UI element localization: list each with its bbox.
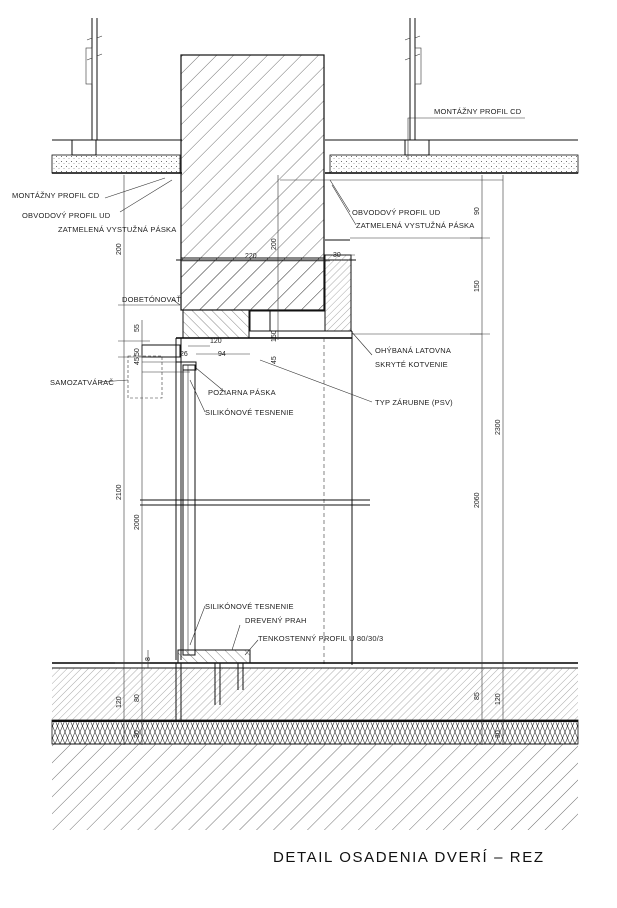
dim-200-left: 200 <box>116 243 123 255</box>
dim-45-small: 45 <box>271 356 278 364</box>
dimension-lines-top <box>181 175 355 355</box>
label-zatmelena-right: ZATMELENÁ VYSTUŽNÁ PÁSKA <box>356 221 474 230</box>
label-obvodovy-ud-right: OBVODOVÝ PROFIL UD <box>352 208 441 217</box>
label-tenkostenny-profil: TENKOSTENNÝ PROFIL U 80/30/3 <box>258 634 383 643</box>
dim-8: 8 <box>145 657 152 661</box>
dim-55: 55 <box>134 324 141 332</box>
dim-150: 150 <box>474 280 481 292</box>
label-samozatvarac: SAMOZATVÁRAČ <box>50 378 114 387</box>
dim-2060: 2060 <box>474 492 481 508</box>
dimension-lines-right <box>280 175 510 745</box>
dim-85: 85 <box>474 692 481 700</box>
floor-structure <box>51 662 579 830</box>
label-ohybana-latka: OHÝBANÁ LATOVNA <box>375 346 451 355</box>
door-head-detail <box>141 344 197 373</box>
label-skryte-kotvenie: SKRYTÉ KOTVENIE <box>375 360 448 369</box>
dim-94: 94 <box>218 351 226 358</box>
dimension-lines-left <box>115 175 180 745</box>
steel-frame-head <box>249 239 352 332</box>
dim-80: 80 <box>134 694 141 702</box>
label-montazny-cd-left: MONTÁŽNY PROFIL CD <box>12 191 100 200</box>
door-closer <box>127 355 163 399</box>
dim-120-left: 120 <box>116 696 123 708</box>
drawing-title: DETAIL OSADENIA DVERÍ – REZ <box>273 849 545 866</box>
door-leaf <box>140 364 370 656</box>
dim-150-small: 150 <box>271 330 278 342</box>
dim-30-top: 30 <box>333 252 341 259</box>
label-silikonove-tesnenie-top: SILIKÓNOVÉ TESNENIE <box>205 408 294 417</box>
ceiling-hanger-right <box>404 18 422 140</box>
label-montazny-cd-right: MONTÁŽNY PROFIL CD <box>434 107 522 116</box>
label-dobetonovat: DOBETÓNOVAŤ <box>122 295 181 304</box>
label-dreveny-prah: DREVENÝ PRAH <box>245 616 307 625</box>
dim-30-left: 30 <box>134 730 141 738</box>
dim-50: 50 <box>134 348 141 356</box>
dim-90: 90 <box>474 207 481 215</box>
label-obvodovy-ud-left: OBVODOVÝ PROFIL UD <box>22 211 111 220</box>
door-frame <box>175 331 353 665</box>
dim-2000: 2000 <box>134 514 141 530</box>
label-typ-zarubne: TYP ZÁRUBNE (PSV) <box>375 398 453 407</box>
dim-45-left: 45 <box>134 357 141 365</box>
label-poziarna-paska: POŽIARNA PÁSKA <box>208 388 276 397</box>
label-zatmelena-left: ZATMELENÁ VYSTUŽNÁ PÁSKA <box>58 225 176 234</box>
dim-220: 220 <box>245 253 257 260</box>
wooden-threshold <box>175 649 251 720</box>
dim-200-top: 200 <box>271 238 278 250</box>
dim-120-right: 120 <box>495 693 502 705</box>
dim-26: 26 <box>180 351 188 358</box>
suspended-ceiling-left <box>51 139 182 174</box>
label-silikonove-tesnenie-bottom: SILIKÓNOVÉ TESNENIE <box>205 602 294 611</box>
dim-120-center: 120 <box>210 338 222 345</box>
ceiling-hanger-left <box>85 18 103 140</box>
suspended-ceiling-right <box>325 139 579 174</box>
leader-lines <box>99 117 525 656</box>
dim-30-right: 30 <box>495 730 502 738</box>
dim-2100: 2100 <box>116 484 123 500</box>
dim-2300: 2300 <box>495 419 502 435</box>
wooden-subframe <box>182 309 250 339</box>
